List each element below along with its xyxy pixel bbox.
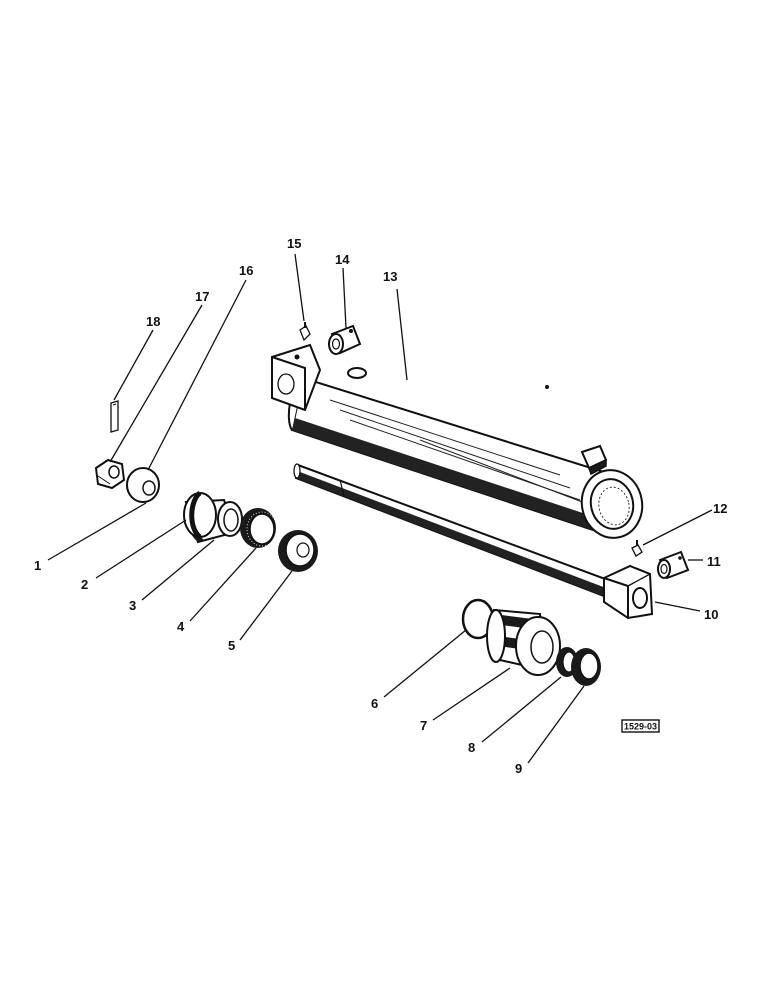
- callout-10: 10: [704, 607, 718, 622]
- callout-8: 8: [468, 740, 475, 755]
- gland: [486, 608, 561, 676]
- bushing-lower: [657, 550, 690, 580]
- callout-2: 2: [81, 577, 88, 592]
- figure-reference-code-text: 1529-03: [624, 722, 657, 732]
- callout-6: 6: [371, 696, 378, 711]
- roll-pin: [110, 400, 119, 433]
- callout-1: 1: [34, 558, 41, 573]
- callout-labels: 1 2 3 4 5 6 7 8 9 10 11 12 13 14 15 16 1…: [34, 236, 727, 776]
- callout-15: 15: [287, 236, 301, 251]
- callout-14: 14: [335, 252, 350, 267]
- callout-5: 5: [228, 638, 235, 653]
- callout-17: 17: [195, 289, 209, 304]
- wear-ring: [278, 530, 318, 572]
- piston-nut: [94, 458, 126, 490]
- callout-7: 7: [420, 718, 427, 733]
- rod-wiper: [571, 648, 601, 686]
- bushing-upper: [328, 324, 362, 355]
- figure-reference-code: 1529-03: [621, 719, 660, 733]
- cylinder-barrel: [271, 343, 644, 539]
- leader-lines: [47, 253, 713, 764]
- washer: [126, 467, 160, 503]
- piston-seal-ring: [240, 508, 278, 548]
- grease-fitting-upper: [299, 322, 311, 342]
- grease-fitting-lower: [631, 540, 643, 557]
- callout-3: 3: [129, 598, 136, 613]
- callout-18: 18: [146, 314, 160, 329]
- callout-16: 16: [239, 263, 253, 278]
- callout-13: 13: [383, 269, 397, 284]
- callout-4: 4: [177, 619, 185, 634]
- piston: [183, 490, 243, 544]
- callout-9: 9: [515, 761, 522, 776]
- piston-rod: [293, 463, 654, 620]
- callout-11: 11: [707, 554, 721, 569]
- callout-12: 12: [713, 501, 727, 516]
